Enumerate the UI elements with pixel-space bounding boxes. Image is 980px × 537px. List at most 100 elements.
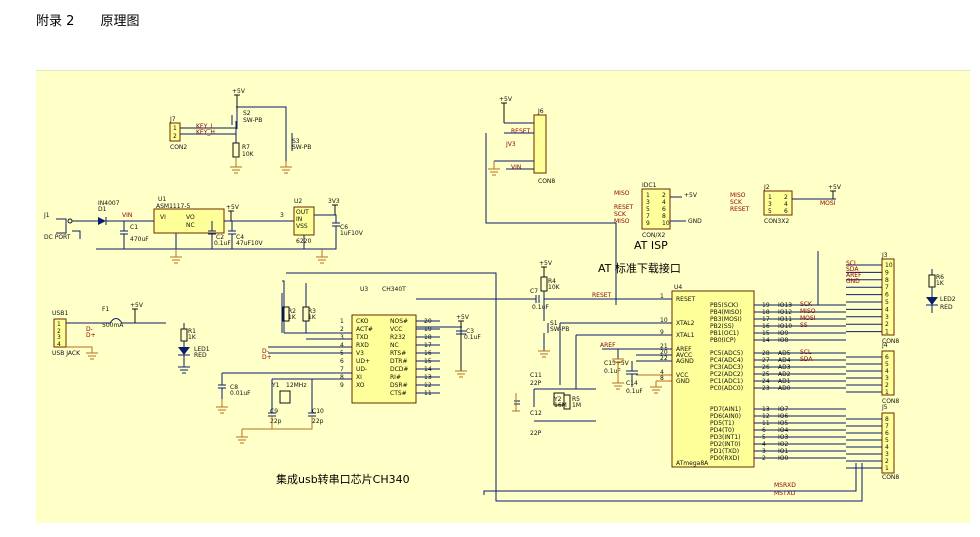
j3-net-label: SCL	[846, 260, 858, 267]
at-download-caption: AT 标准下载接口	[598, 261, 681, 275]
mega-pin-num: 8	[660, 375, 664, 382]
mega-pin-num: 9	[660, 329, 664, 336]
mega-pin-label: PB0(ICP)	[710, 337, 736, 344]
conn-pin-num: 6	[885, 354, 889, 361]
ch340-pin-num: 1	[340, 318, 344, 325]
d1-type: IN4007	[98, 200, 120, 207]
j2-mosi: MOSI	[820, 200, 836, 207]
j3-net-label: AREF	[846, 272, 862, 279]
isp-miso: MISO	[614, 190, 630, 197]
j3-conn: CON8	[882, 338, 899, 345]
schematic-svg: J7 CON2 1 2 KEY_L KEY_H +5V S2 SW-PB S3 …	[43, 88, 956, 502]
conn-pin-num: 10	[885, 262, 893, 269]
f1-val: 500mA	[102, 322, 124, 329]
mega-net-label: MISO	[800, 308, 816, 315]
c6-val: 1uF10V	[340, 230, 364, 237]
j3-net-label: SDA	[846, 266, 859, 273]
header-pin-num: 3	[646, 199, 650, 206]
mega-pin-label: PB3(MOSI)	[710, 316, 742, 323]
r5-ref: R5	[572, 396, 580, 403]
j4-connector	[881, 350, 895, 396]
ch340-pin-num: 3	[340, 334, 344, 341]
ch340-pin-label: UD-	[356, 366, 367, 373]
mega-pin-label: PD6(AIN0)	[710, 413, 741, 420]
ch340-pin-label: RXD	[356, 342, 369, 349]
u2-pin3: 3	[280, 212, 284, 219]
ch340-pin-num: 2	[340, 326, 344, 333]
conn-pin-num: 9	[885, 269, 889, 276]
c3-val: 0.1uF	[464, 334, 481, 341]
header-pin-num: 1	[768, 194, 772, 201]
msrxd-label: MSRXD	[774, 482, 796, 489]
appendix-title: 原理图	[100, 14, 140, 29]
header-pin-num: 10	[662, 220, 670, 227]
r4-val: 10K	[548, 284, 561, 291]
conn-pin-num: 4	[885, 368, 889, 375]
f1-fuse	[66, 318, 166, 324]
usb1-connector	[53, 318, 67, 348]
u1-vo: VO	[186, 214, 195, 221]
conn-pin-num: 6	[885, 430, 889, 437]
led1-ref: LED1	[194, 346, 210, 353]
mega-pin-label: AVCC	[676, 352, 692, 359]
r4-resistor	[540, 276, 548, 292]
u2-in: IN	[296, 216, 302, 223]
conn-pin-num: 2	[885, 458, 889, 465]
vin-label-ps: VIN	[122, 212, 132, 219]
ch340-pin-label: CKO	[356, 318, 369, 325]
j3-net-label: GND	[846, 278, 860, 285]
ch340-pin-label: VCC	[390, 326, 402, 333]
ch340-pin-label: RTS#	[390, 350, 406, 357]
isp-sck: SCK	[614, 211, 627, 218]
conn-pin-num: 7	[885, 423, 889, 430]
r2-val: 1K	[288, 314, 297, 321]
ch340-pin-num: 4	[340, 342, 344, 349]
atmega8-block: U4 ATmega8A RESET1XTAL210XTAL19AREF21AVC…	[483, 284, 863, 502]
ch340-pin-num: 8	[340, 374, 344, 381]
mega-pin-label: PB4(MISO)	[710, 309, 742, 316]
mega-pin-label: PD5(T1)	[710, 420, 734, 427]
usb-pin3: 3	[57, 334, 61, 341]
c11-ref: C11	[530, 372, 542, 379]
y1-ref: Y1	[271, 382, 280, 389]
j6-block: +5V J6 CON8 RESET JV3 VIN	[485, 96, 617, 305]
conn-pin-num: 3	[885, 451, 889, 458]
header-pin-num: 2	[784, 194, 788, 201]
c14-ref: C14	[626, 380, 638, 387]
conn-pin-num: 8	[885, 416, 889, 423]
j3-connector	[881, 258, 895, 336]
mega-pin-label: PC1(ADC1)	[710, 378, 743, 385]
u3-type: CH340T	[382, 286, 406, 293]
ch340-pin-label: UD+	[356, 358, 370, 365]
key-h-label: KEY_H	[196, 129, 215, 136]
c1-ref: C1	[130, 224, 138, 231]
plus5v-ps: +5V	[226, 204, 240, 211]
j5-conn: CON8	[882, 474, 899, 481]
r6-val: 1K	[936, 280, 945, 287]
led1-col: RED	[194, 352, 207, 359]
vin-label-j6: VIN	[511, 164, 521, 171]
c9-ref: C9	[270, 408, 278, 415]
conn-pin-num: 7	[885, 284, 889, 291]
j4-conn: CON8	[882, 398, 899, 405]
c2-val: 0.1uF	[214, 240, 231, 247]
mega-pin-num: 1	[660, 293, 664, 300]
header-pin-num: 8	[662, 213, 666, 220]
j5-connector	[881, 412, 895, 474]
header-pin-num: 4	[784, 201, 788, 208]
mega-left-pins: RESET1XTAL210XTAL19AREF21AVCC20AGND22VCC…	[660, 293, 696, 385]
led2-ref: LED2	[940, 296, 956, 303]
u2-out: OUT	[296, 209, 309, 216]
mstxd-trace	[483, 463, 857, 495]
u1-nc: NC	[186, 222, 195, 229]
c13-val: 0.1uF	[604, 368, 621, 375]
r3-ref: R3	[308, 308, 316, 315]
ch340-pin-label: R232	[390, 334, 406, 341]
conn-pin-num: 1	[885, 465, 889, 472]
conn-pin-num: 3	[885, 375, 889, 382]
conn-pin-num: 4	[885, 444, 889, 451]
j6-conn: CON8	[538, 178, 555, 185]
led2	[926, 297, 938, 305]
usb-pin4: 4	[57, 341, 61, 348]
